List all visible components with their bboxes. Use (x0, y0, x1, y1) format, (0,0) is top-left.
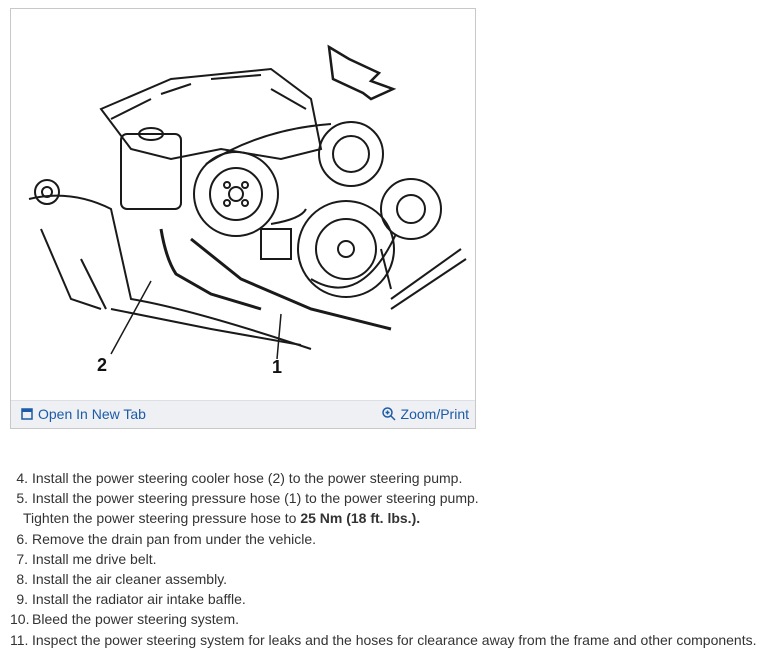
direction-arrow (327, 44, 397, 101)
pressure-hose (190, 237, 392, 331)
step-5-torque-note: Tighten the power steering pressure hose… (23, 510, 421, 527)
figure-toolbar: Open In New Tab Zoom/Print (11, 400, 475, 428)
callout-1: 1 (272, 357, 282, 377)
step-9: 9.Install the radiator air intake baffle… (16, 591, 246, 608)
ps-pump-pulley (193, 151, 279, 237)
engine-block (99, 67, 323, 161)
cooler-hose (159, 228, 262, 311)
engine-diagram: 2 1 (28, 44, 467, 377)
step-5: 5.Install the power steering pressure ho… (16, 490, 479, 507)
open-in-new-tab-label: Open In New Tab (38, 406, 146, 422)
step-10: 10.Bleed the power steering system. (10, 611, 239, 628)
reservoir (120, 133, 182, 210)
instruction-steps: 4.Install the power steering cooler hose… (10, 468, 775, 650)
step-4: 4.Install the power steering cooler hose… (16, 470, 463, 486)
open-in-new-tab-link[interactable]: Open In New Tab (21, 406, 146, 422)
step-6: 6.Remove the drain pan from under the ve… (16, 530, 317, 547)
frame-rail (28, 194, 312, 350)
callout-2: 2 (97, 355, 107, 375)
crank-pulley (297, 200, 395, 298)
zoom-print-label: Zoom/Print (400, 406, 469, 422)
step-8: 8.Install the air cleaner assembly. (16, 571, 228, 588)
step-7: 7.Install me drive belt. (16, 550, 157, 567)
open-in-new-tab-icon (21, 408, 33, 420)
figure-card: 2 1 Open In New Tab Zoom/Print (10, 8, 476, 429)
zoom-in-icon (381, 407, 396, 421)
step-11: 11.Inspect the power steering system for… (10, 631, 757, 648)
zoom-print-link[interactable]: Zoom/Print (381, 406, 469, 422)
